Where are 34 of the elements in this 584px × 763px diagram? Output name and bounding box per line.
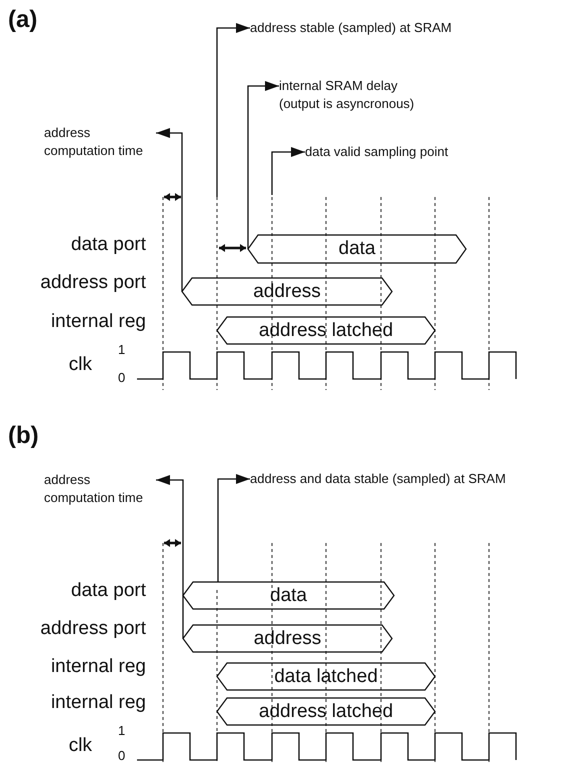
annotation-text: address computation time <box>44 124 156 160</box>
signal-name: data port <box>71 234 146 256</box>
signal-name: internal reg <box>50 311 146 333</box>
bus-value-hexagon: address latched <box>217 317 435 344</box>
panel-label: (a) <box>8 6 38 34</box>
leader-line <box>156 475 184 638</box>
logic-level-label: 0 <box>118 749 126 763</box>
signal-name: internal reg <box>50 656 146 678</box>
annotation-text: internal SRAM delay (output is asyncronous) <box>279 77 439 113</box>
signal-name: data port <box>71 580 146 602</box>
leader-line <box>271 147 305 195</box>
panel-label: (b) <box>8 422 39 450</box>
annotation-text: address stable (sampled) at SRAM <box>250 19 520 37</box>
leader-line <box>216 23 250 197</box>
signal-name: clk <box>68 735 92 757</box>
leader-line <box>217 474 250 582</box>
signal-name: clk <box>68 354 92 376</box>
bus-value-hexagon: address <box>183 625 392 652</box>
signal-name: internal reg <box>50 692 146 714</box>
annotation-text: address computation time <box>44 471 156 507</box>
logic-level-label: 1 <box>118 343 126 358</box>
bus-value-hexagon: data latched <box>217 663 435 690</box>
annotation-text: data valid sampling point <box>305 143 505 161</box>
leader-line <box>247 81 279 249</box>
logic-level-label: 0 <box>118 371 126 386</box>
leader-line <box>156 128 183 292</box>
signal-name: address port <box>40 618 146 640</box>
bus-value-hexagon: address latched <box>217 698 435 725</box>
bus-value-hexagon: address <box>182 278 392 305</box>
bus-value-hexagon: data <box>183 582 394 609</box>
signal-name: address port <box>40 272 146 294</box>
bus-value-hexagon: data <box>248 235 466 263</box>
annotation-text: address and data stable (sampled) at SRAM <box>250 470 580 488</box>
logic-level-label: 1 <box>118 724 126 739</box>
